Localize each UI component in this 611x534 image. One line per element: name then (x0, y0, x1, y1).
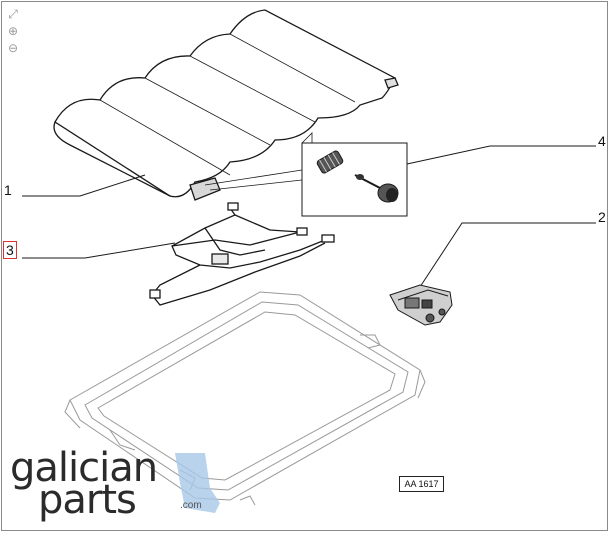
zoom-out-icon[interactable]: ⊖ (7, 41, 19, 55)
detail-link-line-upper (204, 169, 303, 186)
watermark-suffix: .com (180, 500, 202, 511)
sun-blind-part[interactable] (53, 9, 399, 201)
reference-code: AA 1617 (399, 476, 444, 492)
leader-line-4 (406, 145, 596, 165)
fit-to-screen-icon[interactable]: ⤢ (8, 7, 18, 21)
leader-line-1 (22, 174, 146, 197)
sunroof-frame (64, 291, 426, 506)
callout-1[interactable]: 1 (4, 182, 12, 198)
leader-line-2 (417, 222, 596, 291)
watermark-logo: galician parts .com (10, 448, 225, 523)
logo-accent-shape (175, 453, 220, 513)
motor-unit-part[interactable] (389, 284, 453, 326)
zoom-in-icon[interactable]: ⊕ (7, 24, 19, 38)
callout-2[interactable]: 2 (598, 209, 606, 225)
detail-box-part-4[interactable] (301, 132, 408, 217)
leader-line-3 (22, 242, 176, 259)
callout-3[interactable]: 3 (3, 241, 17, 259)
cable-harness-part[interactable] (149, 202, 335, 306)
watermark-line2: parts (38, 477, 137, 523)
callout-4[interactable]: 4 (598, 133, 606, 149)
watermark-line1: galician (10, 445, 158, 491)
detail-link-line-lower (209, 179, 303, 191)
